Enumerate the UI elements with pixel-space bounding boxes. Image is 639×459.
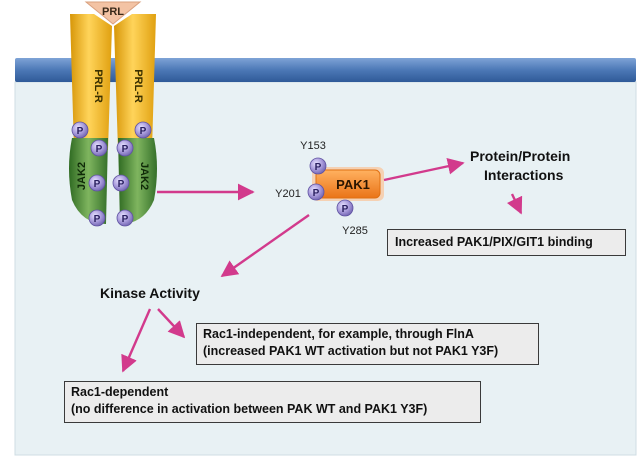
protein-interactions-line2: Interactions [484, 167, 564, 183]
kinase-activity-label: Kinase Activity [100, 285, 200, 301]
site-y153-label: Y153 [300, 140, 326, 152]
phospho-p4: P [116, 139, 134, 157]
arrow-kinase-to-rac1-dependent [121, 308, 152, 373]
svg-text:P: P [315, 162, 322, 173]
phospho-p8: P [116, 209, 134, 227]
phospho-p6: P [112, 174, 130, 192]
svg-text:P: P [122, 214, 129, 225]
phospho-p2: P [134, 121, 152, 139]
svg-text:P: P [94, 179, 101, 190]
svg-text:P: P [313, 188, 320, 199]
phospho-pak1-y285: P [336, 199, 354, 217]
prl-r-right-label: PRL-R [132, 69, 144, 103]
site-y201-label: Y201 [275, 188, 301, 200]
rac1-dependent-line1: Rac1-dependent [71, 385, 169, 399]
binding-box: Increased PAK1/PIX/GIT1 binding [387, 229, 626, 256]
site-y285-label: Y285 [342, 225, 368, 237]
rac1-independent-line2: (increased PAK1 WT activation but not PA… [203, 344, 499, 358]
arrow-interactions-to-binding [506, 193, 523, 215]
arrow-pak1-to-kinase [220, 214, 310, 277]
prl-label: PRL [102, 6, 124, 18]
jak2-left-label: JAK2 [76, 162, 88, 190]
svg-text:P: P [94, 214, 101, 225]
protein-interactions-line1: Protein/Protein [470, 148, 570, 164]
phospho-group-receptor: P P P P P P P P [71, 121, 152, 227]
jak2-left [69, 138, 108, 224]
svg-text:P: P [122, 144, 129, 155]
pak1-label: PAK1 [336, 177, 370, 192]
jak2-right-label: JAK2 [138, 162, 150, 190]
arrow-kinase-to-rac1-independent [157, 308, 186, 339]
rac1-independent-line1: Rac1-independent, for example, through F… [203, 327, 474, 341]
cell-membrane [15, 58, 636, 82]
arrow-pak1-to-interactions [383, 157, 465, 182]
binding-box-text: Increased PAK1/PIX/GIT1 binding [395, 235, 593, 249]
phospho-pak1-y153: P [309, 157, 327, 175]
svg-text:P: P [77, 126, 84, 137]
phospho-p3: P [90, 139, 108, 157]
rac1-dependent-box: Rac1-dependent (no difference in activat… [64, 381, 481, 423]
prl-r-right [114, 14, 156, 150]
phospho-p5: P [88, 174, 106, 192]
jak2-right [118, 138, 157, 224]
phospho-p1: P [71, 121, 89, 139]
prl-ligand-icon [84, 1, 142, 25]
svg-text:P: P [96, 144, 103, 155]
prl-r-left-label: PRL-R [92, 69, 104, 103]
phospho-p7: P [88, 209, 106, 227]
svg-text:P: P [118, 179, 125, 190]
svg-text:P: P [140, 126, 147, 137]
rac1-independent-box: Rac1-independent, for example, through F… [196, 323, 539, 365]
phospho-pak1-y201: P [307, 183, 325, 201]
rac1-dependent-line2: (no difference in activation between PAK… [71, 402, 428, 416]
prl-r-left [70, 14, 112, 150]
svg-text:P: P [342, 204, 349, 215]
